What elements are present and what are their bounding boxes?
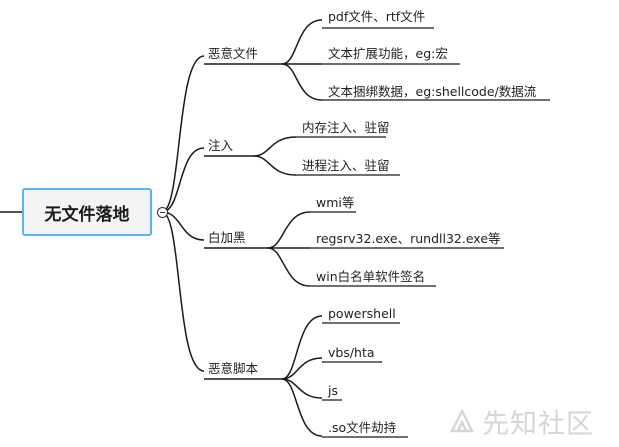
branch-topic-malicious-script[interactable]: 恶意脚本: [208, 361, 259, 376]
collapse-toggle-icon[interactable]: [157, 207, 168, 218]
subtopic-signed-whitelist[interactable]: win白名单软件签名: [316, 269, 426, 284]
branch-topic-whitelist-abuse[interactable]: 白加黑: [208, 230, 246, 245]
subtopic-bundled-data[interactable]: 文本捆绑数据，eg:shellcode/数据流: [328, 84, 537, 99]
subtopic-macro[interactable]: 文本扩展功能，eg:宏: [328, 46, 448, 61]
watermark: 先知社区: [448, 404, 594, 440]
root-topic-label: 无文件落地: [44, 204, 130, 225]
subtopic-memory-injection[interactable]: 内存注入、驻留: [302, 120, 390, 135]
edge-root-branch-2: [161, 211, 205, 241]
subtopic-pdf-rtf[interactable]: pdf文件、rtf文件: [328, 9, 426, 24]
edge-branch-1-child-1: [253, 155, 297, 176]
edge-branch-2-child-2: [267, 247, 311, 287]
edge-branch-0-child-2: [281, 63, 323, 101]
xianzhi-logo-icon: [449, 408, 475, 433]
subtopic-vbs-hta[interactable]: vbs/hta: [328, 345, 375, 360]
edge-branch-3-child-1: [281, 357, 323, 380]
edge-branch-0-child-0: [281, 19, 323, 65]
edge-branch-3-child-3: [281, 378, 323, 437]
subtopic-powershell[interactable]: powershell: [328, 306, 396, 321]
root-topic[interactable]: 无文件落地: [22, 188, 152, 236]
subtopic-regsrv32-rundll32[interactable]: regsrv32.exe、rundll32.exe等: [316, 231, 501, 246]
edge-root-branch-3: [161, 211, 205, 372]
branch-topic-injection[interactable]: 注入: [208, 138, 234, 153]
edge-root-branch-0: [161, 55, 205, 213]
branch-topic-malicious-file[interactable]: 恶意文件: [208, 46, 259, 61]
watermark-text: 先知社区: [482, 408, 594, 440]
edge-root-branch-1: [161, 147, 205, 213]
subtopic-process-injection[interactable]: 进程注入、驻留: [302, 158, 390, 173]
edge-branch-2-child-0: [267, 211, 311, 249]
edge-branch-1-child-0: [253, 136, 297, 157]
subtopic-so-hijack[interactable]: .so文件劫持: [328, 420, 397, 435]
edge-branch-3-child-0: [281, 315, 323, 380]
subtopic-wmi[interactable]: wmi等: [316, 195, 355, 210]
subtopic-js[interactable]: js: [328, 383, 338, 398]
